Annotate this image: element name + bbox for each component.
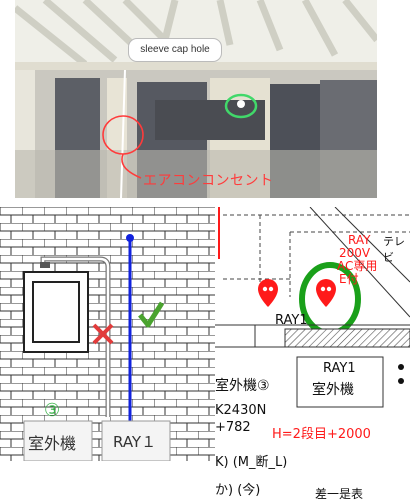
photo-scene: [15, 0, 377, 198]
section-label: K) (M_断_L): [215, 455, 288, 470]
ac-dedicated-label: AC専用: [337, 259, 378, 273]
bottom-label: か) (今): [215, 483, 261, 498]
ray1-top-label: RAY1: [275, 313, 308, 328]
voltage-label: 200V: [339, 246, 371, 260]
brick-wall: [0, 207, 215, 500]
plan-drawing: [215, 207, 410, 408]
earth-label: E付: [339, 272, 359, 286]
callout-bubble: sleeve cap hole: [128, 38, 222, 62]
plus-782-label: +782: [215, 420, 251, 435]
outdoor-box-label: 室外機: [312, 382, 354, 398]
model-label: K2430N: [215, 403, 267, 418]
outdoor-unit-label: 室外機: [28, 434, 77, 453]
ray1-box-label: RAY1: [323, 361, 356, 376]
outlet-annotation: エアコンコンセント: [143, 173, 274, 189]
ray-red-label: RAY: [348, 233, 371, 247]
floor-plan: RAY 200V AC専用 E付 テレビ RAY1 RAY1 室外機 室外機③ …: [215, 207, 410, 500]
tv-label: テレビ: [383, 235, 405, 264]
ray-label: RAY１: [113, 433, 157, 451]
height-label: H=2段目+2000: [272, 427, 371, 442]
number-badge: ③: [44, 400, 61, 421]
bottom-right-label: 差一是表: [315, 487, 364, 500]
wall-diagram: ③ 室外機 RAY１: [0, 207, 215, 500]
construction-photo: sleeve cap hole エアコンコンセント: [15, 0, 377, 198]
outdoor-3-label: 室外機③: [215, 378, 270, 394]
